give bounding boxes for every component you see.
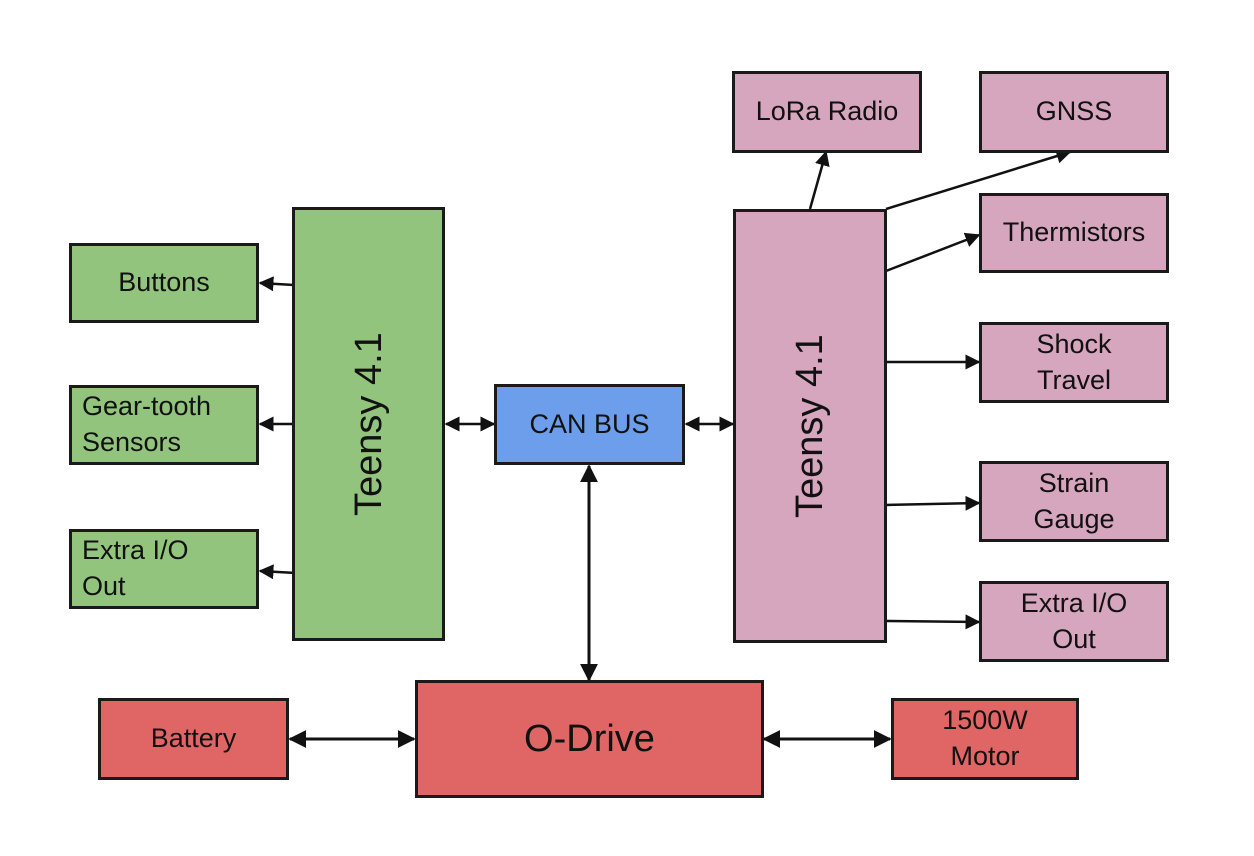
extra-io-right-label: Extra I/O Out	[1020, 587, 1128, 654]
shock-travel-node: Shock Travel	[979, 322, 1169, 403]
arrow-teensy-left-to-extra-io	[258, 564, 297, 580]
gnss-node: GNSS	[979, 71, 1169, 153]
arrow-teensy-right-to-strain	[885, 495, 981, 511]
arrow-teensy-left-to-buttons	[258, 276, 295, 292]
shock-travel-label: Shock Travel	[1036, 328, 1112, 395]
teensy-left-label: Teensy 4.1	[347, 332, 390, 516]
battery-label: Battery	[150, 723, 237, 754]
odrive-label: O-Drive	[524, 717, 655, 760]
teensy-right-label: Teensy 4.1	[788, 334, 831, 518]
motor-label: 1500W Motor	[942, 705, 1028, 771]
gear-tooth-sensors-label: Gear-tooth Sensors	[82, 391, 212, 457]
strain-gauge-node: Strain Gauge	[979, 461, 1169, 542]
battery-node: Battery	[98, 698, 289, 780]
strain-gauge-label: Strain Gauge	[1033, 467, 1115, 534]
extra-io-left-label: Extra I/O Out	[82, 535, 189, 601]
teensy-left-node: Teensy 4.1	[292, 207, 445, 641]
buttons-node: Buttons	[69, 243, 259, 323]
arrow-teensy-right-to-extra-io	[885, 614, 981, 630]
arrow-teensy-right-to-lora	[808, 150, 830, 210]
buttons-label: Buttons	[118, 267, 210, 298]
extra-io-right-node: Extra I/O Out	[979, 581, 1169, 662]
can-bus-label: CAN BUS	[529, 408, 650, 439]
can-bus-node: CAN BUS	[494, 384, 685, 465]
odrive-node: O-Drive	[415, 680, 764, 798]
thermistors-label: Thermistors	[1002, 217, 1146, 248]
thermistors-node: Thermistors	[979, 193, 1169, 273]
lora-radio-node: LoRa Radio	[732, 71, 922, 153]
lora-radio-label: LoRa Radio	[755, 96, 899, 127]
extra-io-left-node: Extra I/O Out	[69, 529, 259, 609]
gnss-label: GNSS	[1035, 96, 1113, 127]
arrow-teensy-right-to-gnss	[885, 148, 1072, 211]
motor-node: 1500W Motor	[891, 698, 1079, 780]
gear-tooth-sensors-node: Gear-tooth Sensors	[69, 385, 259, 465]
teensy-right-node: Teensy 4.1	[733, 209, 887, 643]
arrow-teensy-right-to-thermistors	[885, 232, 981, 273]
